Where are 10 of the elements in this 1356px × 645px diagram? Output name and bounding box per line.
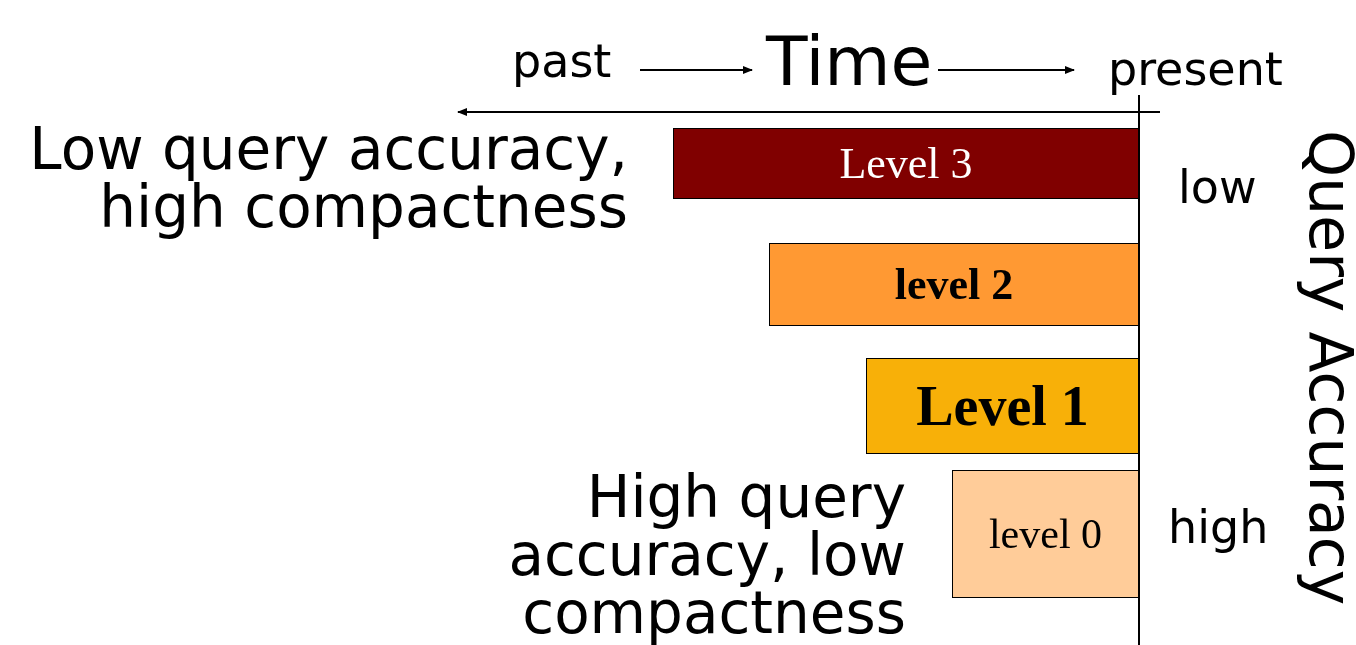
time-start-label: past: [512, 34, 612, 88]
level-bar: level 0: [952, 470, 1139, 598]
time-end-label: present: [1108, 42, 1283, 96]
axis-title: Time: [766, 22, 933, 101]
scale-label: low: [1178, 160, 1257, 214]
level-bar: Level 1: [866, 358, 1139, 454]
level-bar: level 2: [769, 243, 1139, 326]
axis-title: Query Accuracy: [1296, 130, 1356, 606]
scale-label: high: [1168, 500, 1269, 554]
level-bar: Level 3: [673, 128, 1139, 199]
